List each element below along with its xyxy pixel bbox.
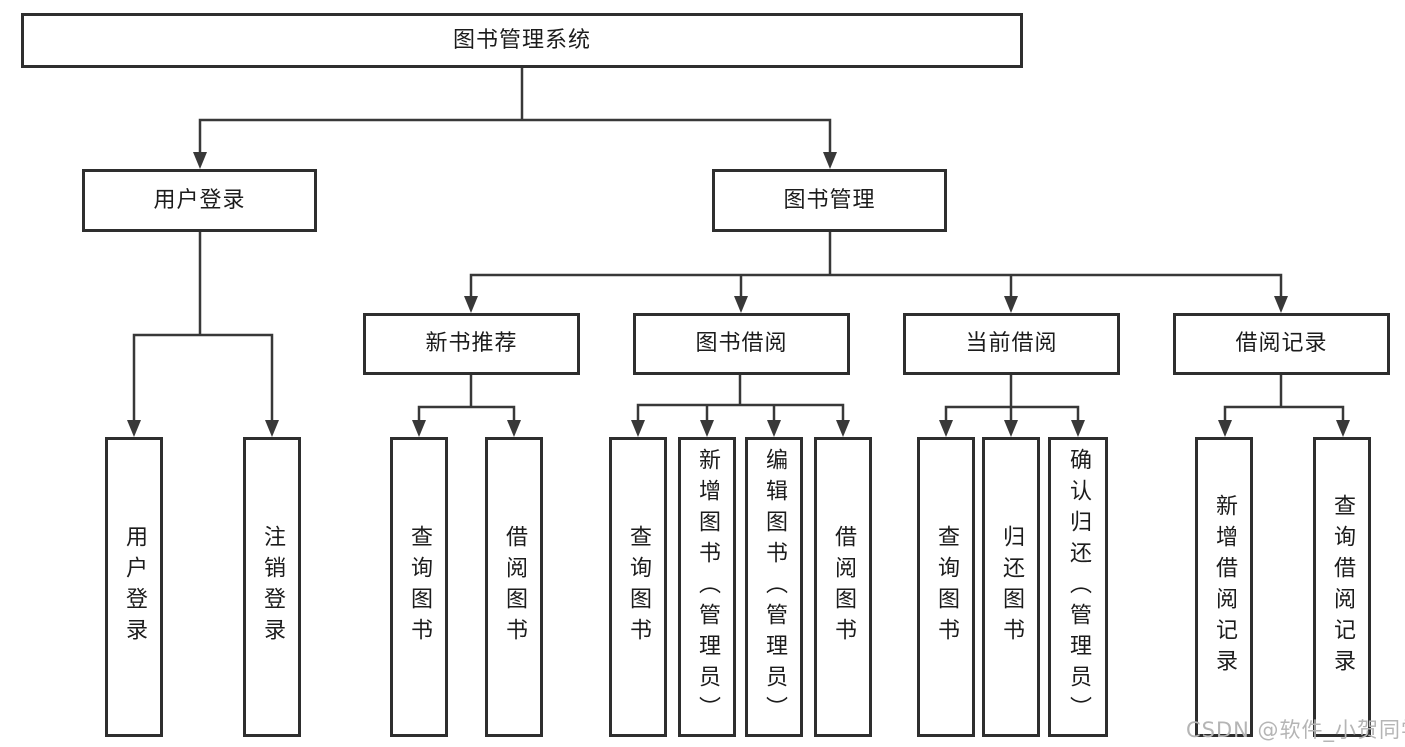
arrowhead [1336,420,1350,437]
node-root-label: 图书管理系统 [452,27,591,53]
node-new-rec: 新书推荐 [363,313,580,375]
leaf-label: 查询图书 [626,525,651,649]
arrowhead [1071,420,1085,437]
arrowhead [507,420,521,437]
leaf-label: 用户登录 [122,525,147,649]
connector-bookmgmt-branch [469,273,1283,298]
leaf-label: 借阅图书 [831,525,856,649]
leaf-edit-books-admin: 编辑图书（管理员） [745,437,803,737]
arrowhead [412,420,426,437]
arrowhead [767,420,781,437]
arrowhead [734,296,748,313]
leaf-borrow-books: 借阅图书 [814,437,872,737]
arrowhead [127,420,141,437]
node-user-login-label: 用户登录 [153,187,246,213]
leaf-label: 新增图书（管理员） [695,447,720,727]
leaf-query-books-current: 查询图书 [917,437,975,737]
node-book-mgmt: 图书管理 [712,169,947,232]
arrowhead [1274,296,1288,313]
node-borrow: 图书借阅 [633,313,850,375]
leaf-logout: 注销登录 [243,437,301,737]
arrowhead [823,152,837,169]
leaf-user-login: 用户登录 [105,437,163,737]
leaf-label: 查询借阅记录 [1330,494,1355,680]
arrowhead [1004,420,1018,437]
arrowhead [1218,420,1232,437]
connector-root-branch [198,118,832,153]
node-records-label: 借阅记录 [1235,331,1328,356]
leaf-label: 归还图书 [999,525,1024,649]
arrowhead [631,420,645,437]
arrowhead [836,420,850,437]
node-root: 图书管理系统 [21,13,1023,68]
leaf-label: 注销登录 [260,525,285,649]
leaf-return-books: 归还图书 [982,437,1040,737]
node-user-login: 用户登录 [82,169,317,232]
leaf-label: 确认归还（管理员） [1066,447,1091,727]
connector-userlogin-branch [132,333,274,422]
node-records: 借阅记录 [1173,313,1390,375]
node-book-mgmt-label: 图书管理 [783,187,876,213]
arrowhead [1004,296,1018,313]
leaf-add-borrow-record: 新增借阅记录 [1195,437,1253,737]
leaf-label: 查询图书 [407,525,432,649]
leaf-query-books-newrec: 查询图书 [390,437,448,737]
leaf-add-books-admin: 新增图书（管理员） [678,437,736,737]
leaf-label: 新增借阅记录 [1212,494,1237,680]
connector-borrow-branch [636,403,845,422]
leaf-label: 查询图书 [934,525,959,649]
leaf-label: 借阅图书 [502,525,527,649]
node-new-rec-label: 新书推荐 [425,331,518,356]
arrowhead [939,420,953,437]
leaf-borrow-books-newrec: 借阅图书 [485,437,543,737]
arrowhead [700,420,714,437]
watermark: CSDN @软件_小贺同学 [1186,718,1405,742]
connector-records-branch [1223,405,1345,422]
node-current-label: 当前借阅 [965,331,1058,356]
leaf-query-borrow-record: 查询借阅记录 [1313,437,1371,737]
arrowhead [193,152,207,169]
node-borrow-label: 图书借阅 [695,331,788,356]
arrowhead [464,296,478,313]
node-current: 当前借阅 [903,313,1120,375]
arrowhead [265,420,279,437]
connector-newrec-branch [417,405,516,422]
leaf-confirm-return-admin: 确认归还（管理员） [1048,437,1108,737]
leaf-label: 编辑图书（管理员） [762,447,787,727]
leaf-query-books-borrow: 查询图书 [609,437,667,737]
